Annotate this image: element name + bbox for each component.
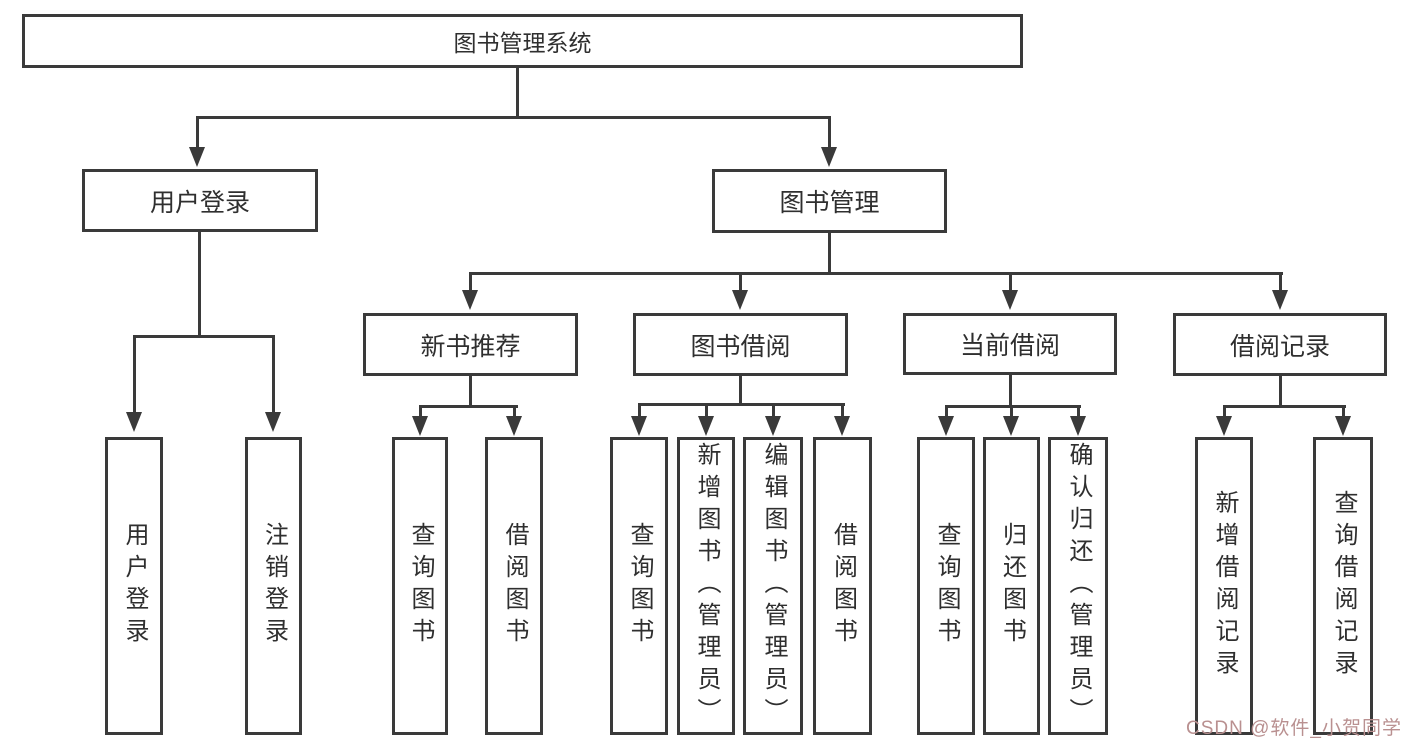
leaf-nb-borrow-books-label: 借阅图书 (501, 522, 528, 650)
leaf-cb-return-books-label: 归还图书 (998, 522, 1026, 650)
arrow-down-icon (462, 290, 478, 310)
edge-bookmgmt-drop-4 (1278, 273, 1282, 294)
leaf-logout: 注销登录 (245, 437, 302, 735)
leaf-cb-return-books: 归还图书 (983, 437, 1040, 735)
arrow-down-icon (732, 290, 748, 310)
arrow-down-icon (506, 416, 522, 436)
edge-records-bar (1222, 404, 1346, 408)
arrow-down-icon (1335, 416, 1351, 436)
arrow-down-icon (698, 416, 714, 436)
leaf-bb-edit-books-admin-label: 编辑图书（管理员） (760, 442, 787, 730)
leaf-br-add-record-label: 新增借阅记录 (1211, 490, 1238, 682)
edge-records-stem (1278, 375, 1282, 406)
leaf-bb-edit-books-admin: 编辑图书（管理员） (743, 437, 803, 735)
leaf-cb-query-books: 查询图书 (917, 437, 975, 735)
edge-currentborrow-drop-2 (1009, 406, 1013, 420)
edge-bookborrow-drop-3 (771, 404, 775, 418)
leaf-br-add-record: 新增借阅记录 (1195, 437, 1253, 735)
edge-bookborrow-stem (738, 376, 742, 404)
arrow-down-icon (1002, 290, 1018, 310)
edge-bookborrow-drop-1 (637, 404, 641, 418)
arrow-down-icon (1070, 416, 1086, 436)
arrow-down-icon (1003, 416, 1019, 436)
node-book-borrowing: 图书借阅 (633, 313, 848, 376)
edge-root-drop-right (827, 117, 831, 150)
leaf-bb-borrow-books: 借阅图书 (813, 437, 872, 735)
node-book-management: 图书管理 (712, 169, 947, 233)
edge-userlogin-bar (132, 334, 275, 338)
arrow-down-icon (126, 412, 142, 432)
edge-records-drop-2 (1341, 406, 1345, 420)
edge-bookmgmt-bar (468, 271, 1283, 275)
edge-newbook-drop-1 (418, 406, 422, 420)
arrow-down-icon (821, 147, 837, 167)
edge-currentborrow-stem (1008, 375, 1012, 406)
arrow-down-icon (265, 412, 281, 432)
edge-currentborrow-drop-3 (1076, 406, 1080, 420)
edge-bookmgmt-drop-2 (738, 273, 742, 294)
edge-root-drop-left (195, 117, 199, 150)
edge-bookmgmt-stem (827, 233, 831, 273)
edge-userlogin-drop-1 (132, 336, 136, 416)
edge-userlogin-drop-2 (271, 336, 275, 416)
node-borrowing-records: 借阅记录 (1173, 313, 1387, 376)
csdn-watermark: CSDN @软件_小贺同学 (1186, 718, 1402, 739)
edge-newbook-stem (468, 376, 472, 406)
edge-bookmgmt-drop-1 (468, 273, 472, 294)
edge-bookborrow-drop-4 (840, 404, 844, 418)
arrow-down-icon (1272, 290, 1288, 310)
arrow-down-icon (938, 416, 954, 436)
edge-userlogin-stem (197, 232, 201, 336)
leaf-bb-add-books-admin-label: 新增图书（管理员） (693, 442, 720, 730)
leaf-bb-query-books-label: 查询图书 (626, 522, 653, 650)
leaf-bb-query-books: 查询图书 (610, 437, 668, 735)
edge-bookborrow-drop-2 (704, 404, 708, 418)
arrow-down-icon (631, 416, 647, 436)
node-library-management-system: 图书管理系统 (22, 14, 1023, 68)
edge-currentborrow-drop-1 (944, 406, 948, 420)
node-user-login: 用户登录 (82, 169, 318, 232)
arrow-down-icon (1216, 416, 1232, 436)
edge-bookmgmt-drop-3 (1008, 273, 1012, 294)
leaf-logout-label: 注销登录 (260, 522, 288, 650)
leaf-cb-confirm-return-admin: 确认归还（管理员） (1048, 437, 1108, 735)
leaf-nb-query-books: 查询图书 (392, 437, 448, 735)
arrow-down-icon (412, 416, 428, 436)
edge-bookborrow-bar (637, 402, 845, 406)
leaf-cb-query-books-label: 查询图书 (933, 522, 960, 650)
leaf-bb-borrow-books-label: 借阅图书 (829, 522, 857, 650)
leaf-cb-confirm-return-admin-label: 确认归还（管理员） (1065, 442, 1092, 730)
edge-newbook-bar (418, 404, 518, 408)
edge-newbook-drop-2 (512, 406, 516, 420)
arrow-down-icon (765, 416, 781, 436)
arrow-down-icon (834, 416, 850, 436)
node-new-book-recommend: 新书推荐 (363, 313, 578, 376)
edge-root-stem (515, 68, 519, 117)
leaf-nb-query-books-label: 查询图书 (407, 522, 434, 650)
leaf-bb-add-books-admin: 新增图书（管理员） (677, 437, 735, 735)
leaf-br-query-record-label: 查询借阅记录 (1330, 490, 1357, 682)
arrow-down-icon (189, 147, 205, 167)
leaf-br-query-record: 查询借阅记录 (1313, 437, 1373, 735)
leaf-user-login: 用户登录 (105, 437, 163, 735)
edge-root-bar (195, 115, 831, 119)
edge-currentborrow-bar (944, 404, 1081, 408)
edge-records-drop-1 (1222, 406, 1226, 420)
node-current-borrowing: 当前借阅 (903, 313, 1117, 375)
leaf-nb-borrow-books: 借阅图书 (485, 437, 543, 735)
leaf-user-login-label: 用户登录 (121, 522, 148, 650)
